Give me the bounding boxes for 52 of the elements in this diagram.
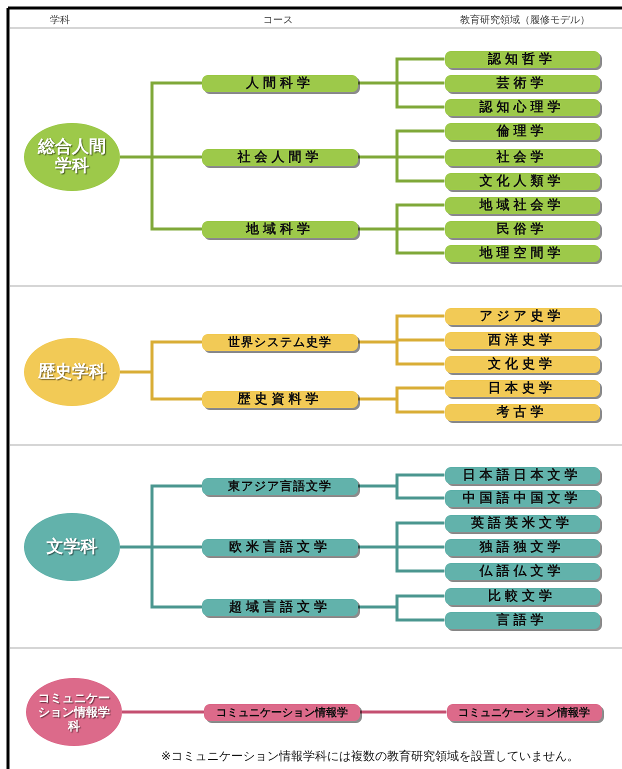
connector-line <box>120 370 202 400</box>
field-pill: 認知心理学 <box>444 98 600 116</box>
field-pill: 地域社会学 <box>444 196 600 214</box>
connector-line <box>358 156 444 182</box>
department-circle: 総合人間学科 <box>24 123 120 191</box>
footnote: ※コミュニケーション情報学科には複数の教育研究領域を設置していません。 <box>160 748 580 765</box>
course-pill: 欧米言語文学 <box>202 538 358 556</box>
connector-line <box>120 546 202 608</box>
connector-line <box>358 82 444 108</box>
course-pill: 超域言語文学 <box>202 598 358 616</box>
field-pill: 中国語中国文学 <box>444 490 600 506</box>
connector-line <box>122 710 204 714</box>
department-circle: 文学科 <box>24 513 120 581</box>
field-pill: 日本史学 <box>444 380 600 396</box>
connector-line <box>360 710 446 714</box>
field-pill: 文化史学 <box>444 356 600 372</box>
connector-line <box>358 228 444 254</box>
column-heading: 教育研究領域（履修モデル） <box>460 14 590 27</box>
connector-line <box>358 606 444 622</box>
course-pill: コミュニケーション情報学 <box>204 704 360 720</box>
connector-line <box>120 156 202 230</box>
field-pill: 仏語仏文学 <box>444 562 600 580</box>
column-heading: 学科 <box>50 14 70 27</box>
field-pill: 日本語日本文学 <box>444 466 600 484</box>
department-circle: 歴史学科 <box>24 338 120 406</box>
field-pill: 西洋史学 <box>444 332 600 348</box>
field-pill: 文化人類学 <box>444 172 600 190</box>
connector-line <box>358 340 444 366</box>
connector-line <box>358 398 444 414</box>
department-circle: コミュニケーション情報学科 <box>26 678 122 746</box>
column-heading: コース <box>263 14 293 27</box>
field-pill: 芸術学 <box>444 74 600 92</box>
field-pill: 地理空間学 <box>444 244 600 262</box>
field-pill: 民俗学 <box>444 220 600 238</box>
course-pill: 世界システム史学 <box>202 334 358 350</box>
course-pill: 人間科学 <box>202 74 358 92</box>
field-pill: 認知哲学 <box>444 50 600 68</box>
field-pill: 倫理学 <box>444 122 600 140</box>
field-pill: 比較文学 <box>444 588 600 604</box>
field-pill: コミュニケーション情報学 <box>446 704 602 720</box>
course-pill: 地域科学 <box>202 220 358 238</box>
field-pill: アジア史学 <box>444 308 600 324</box>
field-pill: 言語学 <box>444 612 600 628</box>
field-pill: 独語独文学 <box>444 538 600 556</box>
course-pill: 東アジア言語文学 <box>202 478 358 494</box>
connector-line <box>358 546 444 572</box>
connector-line <box>358 484 444 500</box>
course-pill: 社会人間学 <box>202 148 358 166</box>
field-pill: 考古学 <box>444 404 600 420</box>
field-pill: 社会学 <box>444 148 600 166</box>
course-pill: 歴史資料学 <box>202 390 358 408</box>
field-pill: 英語英米文学 <box>444 514 600 532</box>
